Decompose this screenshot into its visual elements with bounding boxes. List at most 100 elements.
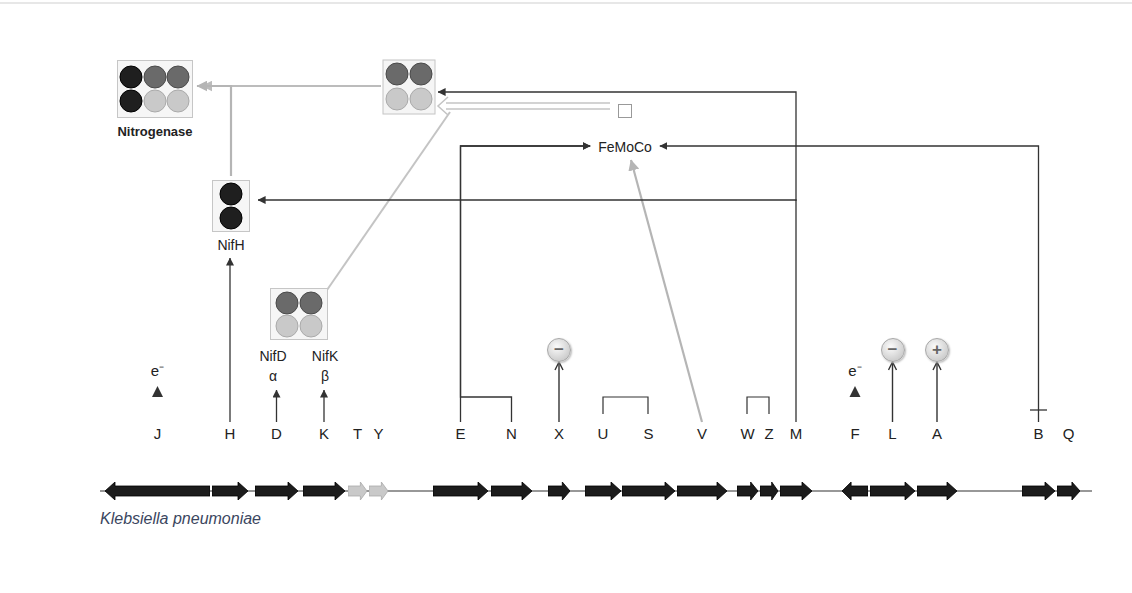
subunit-circle — [300, 315, 322, 337]
protein-picture — [212, 180, 250, 232]
repressor-sign: − — [881, 338, 905, 362]
gene-bracket — [603, 397, 648, 414]
mofe-protein — [383, 60, 435, 114]
protein-frame — [213, 181, 250, 232]
gene-arrow-shape — [548, 482, 570, 500]
electron-arrowhead — [152, 386, 163, 397]
gene-letter: Q — [1057, 424, 1080, 444]
gene-shape — [917, 482, 957, 500]
subunit-circle — [410, 63, 432, 85]
protein-picture — [117, 60, 193, 118]
gene-arrow: M — [780, 424, 812, 500]
gene-arrow: X — [548, 424, 570, 500]
gene-shape — [1057, 482, 1080, 500]
gene-arrow-shape — [677, 482, 727, 500]
electron-arrowhead — [850, 386, 861, 397]
gene-shape — [737, 482, 758, 500]
cofactor-label: FeMoCo — [598, 138, 652, 156]
gene-arrow: H — [212, 424, 248, 500]
complex-label: Nitrogenase — [117, 124, 193, 139]
gene-arrow-shape — [917, 482, 957, 500]
protein-label: β — [321, 366, 329, 386]
gene-arrow: B — [1022, 424, 1055, 500]
gene-shape — [255, 482, 298, 500]
gene-letter: A — [917, 424, 957, 444]
protein-label: NifD — [259, 346, 286, 366]
subunit-circle — [410, 88, 432, 110]
protein-frame — [383, 60, 435, 114]
gene-arrow: U — [585, 424, 621, 500]
gene-shape — [1022, 482, 1055, 500]
gene-arrow: N — [491, 424, 532, 500]
subunit-circle — [300, 292, 322, 314]
gene-letter: W — [737, 424, 758, 444]
gene-letter: B — [1022, 424, 1055, 444]
gene-arrow-shape — [212, 482, 248, 500]
regulation-arrow — [323, 390, 324, 422]
gene-arrow: T — [348, 424, 367, 500]
gene-letter: U — [585, 424, 621, 444]
gene-arrow-shape — [780, 482, 812, 500]
gene-letter: Y — [369, 424, 388, 444]
gene-arrow-shape — [369, 482, 388, 500]
gene-letter: E — [433, 424, 488, 444]
gene-letter: Z — [760, 424, 778, 444]
subunit-circle — [144, 90, 166, 112]
gene-shape — [622, 482, 675, 500]
subunit-circle — [386, 63, 408, 85]
gene-arrow-shape — [760, 482, 778, 500]
regulation-arrow — [936, 362, 937, 422]
sign-symbol: − — [554, 340, 564, 360]
subunit-circle — [276, 315, 298, 337]
gene-shape — [842, 482, 868, 500]
subunit-labels: NifDαNifKβ — [249, 346, 349, 386]
subunit-circle — [220, 207, 242, 229]
gene-letter: V — [677, 424, 727, 444]
gene-shape — [548, 482, 570, 500]
gene-arrow: A — [917, 424, 957, 500]
subunit-circle — [220, 183, 242, 205]
gene-letter: M — [780, 424, 812, 444]
connector-group — [197, 86, 1039, 422]
regulation-arrow — [558, 362, 559, 422]
subunit-circle — [120, 90, 142, 112]
cofactor-square — [618, 104, 632, 118]
regulation-arrow — [197, 86, 231, 176]
protein-box: NifDαNifKβ — [241, 284, 357, 390]
gene-shape — [780, 482, 812, 500]
gene-letter: N — [491, 424, 532, 444]
protein-label: NifK — [312, 346, 338, 366]
gene-arrow: E — [433, 424, 488, 500]
repressor-sign: − — [547, 338, 571, 362]
gene-arrow-shape — [842, 482, 868, 500]
regulation-arrow — [892, 362, 893, 422]
species-caption: Klebsiella pneumoniae — [100, 510, 261, 528]
cofactor-box: FeMoCo — [590, 100, 660, 160]
gene-letter: S — [622, 424, 675, 444]
gene-arrow: F — [842, 424, 868, 500]
regulation-arrow — [461, 146, 591, 422]
gene-arrow-shape — [1022, 482, 1055, 500]
gene-letter: K — [303, 424, 345, 444]
regulation-arrow — [258, 200, 796, 422]
gene-arrow-shape — [491, 482, 532, 500]
gene-letter: F — [842, 424, 868, 444]
subunit-circle — [120, 66, 142, 88]
gene-arrow-shape — [870, 482, 915, 500]
electron-label: e⁻ — [151, 360, 164, 380]
gene-shape — [212, 482, 248, 500]
gene-arrow: W — [737, 424, 758, 500]
gene-shape — [369, 482, 388, 500]
regulation-arrow — [229, 258, 230, 422]
gene-shape — [348, 482, 367, 500]
sign-symbol: + — [932, 340, 942, 360]
regulation-arrow — [660, 146, 1039, 422]
gene-letter: D — [255, 424, 298, 444]
gene-arrow-shape — [622, 482, 675, 500]
protein-box: NifH — [204, 176, 258, 258]
gene-arrow-shape — [433, 482, 488, 500]
gene-arrow: L — [870, 424, 915, 500]
electron-label: e⁻ — [848, 360, 861, 380]
sign-symbol: − — [888, 340, 898, 360]
